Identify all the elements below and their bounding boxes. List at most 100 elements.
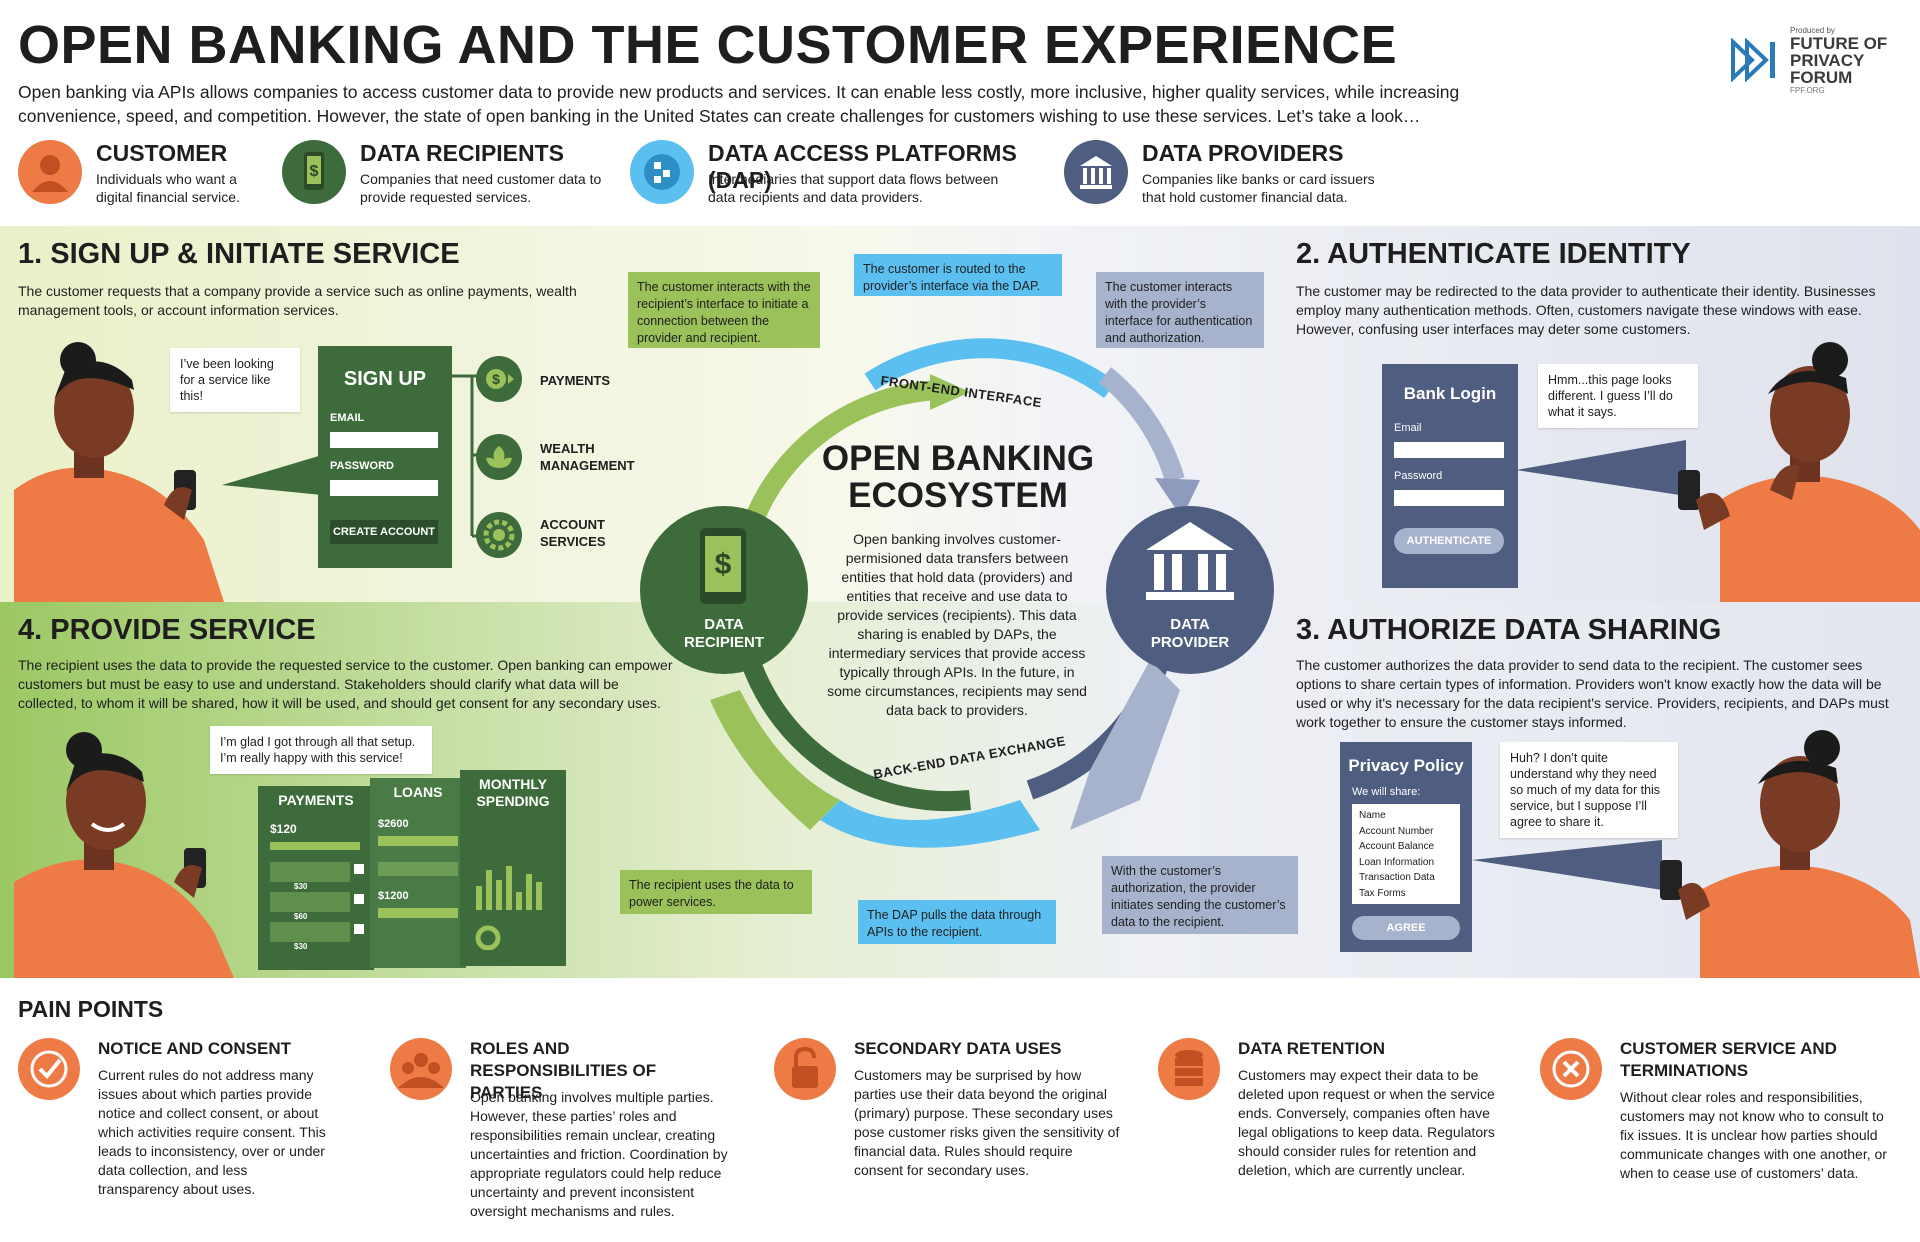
unlock-icon (774, 1038, 836, 1100)
data-recipient-label: DATA RECIPIENT (640, 616, 808, 652)
phone-dollar-icon: $ (282, 140, 346, 204)
create-account-button[interactable]: CREATE ACCOUNT (330, 520, 438, 544)
ecosystem-desc: Open banking involves customer-permision… (827, 531, 1087, 718)
bank-login-title: Bank Login (1403, 384, 1497, 403)
step1-speech-bubble: I’ve been looking for a service like thi… (170, 348, 300, 412)
service-wealth-management: WEALTH MANAGEMENT (540, 441, 635, 473)
step4-speech-bubble: I’m glad I got through all that setup. I… (210, 726, 432, 774)
monthly-spending-title: MONTHLY SPENDING (476, 776, 550, 809)
pain-point-title: CUSTOMER SERVICE AND TERMINATIONS (1620, 1039, 1837, 1080)
data-blocks-icon (630, 140, 694, 204)
email-field[interactable] (330, 432, 438, 448)
email-field[interactable] (1394, 442, 1504, 458)
share-item: Tax Forms (1359, 887, 1406, 899)
logo-produced-by: Produced by (1790, 26, 1835, 35)
data-provider-label: DATA PROVIDER (1106, 616, 1274, 652)
callout-recipient-uses: The recipient uses the data to power ser… (620, 870, 812, 914)
payment-row-amount: $60 (294, 912, 308, 921)
legend-dap: DATA ACCESS PLATFORMS (DAP) Intermediari… (630, 140, 1050, 210)
loans-card[interactable]: LOANS $2600 $1200 (370, 778, 466, 968)
step3-title: 3. AUTHORIZE DATA SHARING (1296, 614, 1722, 646)
close-icon (1540, 1038, 1602, 1100)
bubble-pointer-3 (1472, 840, 1662, 890)
customer-figure-4 (14, 732, 234, 978)
share-list[interactable]: Name Account Number Account Balance Loan… (1352, 804, 1460, 904)
logo-line-3: FORUM (1790, 68, 1853, 87)
logo-url: FPF.ORG (1790, 86, 1825, 95)
email-label: EMAIL (330, 412, 365, 424)
legend-data-providers: DATA PROVIDERS Companies like banks or c… (1064, 140, 1404, 210)
pain-point-desc: Open banking involves multiple parties. … (470, 1089, 728, 1219)
privacy-policy-title: Privacy Policy (1348, 756, 1464, 775)
checkbox-icon[interactable] (354, 864, 364, 874)
svg-text:$: $ (492, 371, 500, 387)
ecosystem-title: OPEN BANKING ECOSYSTEM (820, 440, 1096, 514)
check-icon (18, 1038, 80, 1100)
pain-point-desc: Current rules do not address many issues… (98, 1067, 326, 1197)
data-recipient-label-line: RECIPIENT (683, 634, 764, 651)
loans-amount: $2600 (378, 818, 409, 830)
checkbox-icon[interactable] (354, 924, 364, 934)
pain-point-title: ROLES AND RESPONSIBILITIES OF PARTIES (470, 1039, 657, 1102)
agree-button[interactable]: AGREE (1352, 916, 1460, 940)
bank-icon (1146, 522, 1234, 600)
loans-bar-2 (378, 862, 458, 876)
fpf-logo[interactable]: Produced by FUTURE OF PRIVACY FORUM FPF.… (1730, 26, 1906, 95)
pain-point-title: SECONDARY DATA USES (854, 1039, 1062, 1058)
password-field[interactable] (330, 480, 438, 496)
pain-points-title: PAIN POINTS (18, 996, 164, 1022)
password-field[interactable] (1394, 490, 1504, 506)
payments-icon: $ (476, 356, 522, 402)
callout-provider-interface: The customer interacts with the provider… (1096, 272, 1264, 348)
email-label: Email (1394, 422, 1422, 434)
checkbox-icon[interactable] (354, 894, 364, 904)
share-item: Name (1359, 810, 1386, 821)
service-account-services: ACCOUNT SERVICES (540, 517, 606, 549)
data-provider-node[interactable]: DATA PROVIDER (1106, 506, 1274, 674)
step2-speech-bubble: Hmm...this page looks different. I guess… (1538, 364, 1698, 428)
signup-form[interactable]: SIGN UP EMAIL PASSWORD CREATE ACCOUNT (318, 346, 452, 568)
privacy-policy-form[interactable]: Privacy Policy We will share: Name Accou… (1340, 742, 1472, 952)
bubble-pointer-2 (1516, 440, 1686, 496)
svg-text:$: $ (715, 548, 732, 581)
loans-amount-2: $1200 (378, 890, 409, 902)
pain-point-desc: Customers may expect their data to be de… (1238, 1067, 1495, 1178)
loans-bar-1 (378, 836, 458, 846)
bank-login-form[interactable]: Bank Login Email Password AUTHENTICATE (1382, 364, 1518, 588)
step4-desc: The recipient uses the data to provide t… (18, 657, 673, 711)
pain-point-desc: Customers may be surprised by how partie… (854, 1067, 1120, 1178)
pain-point-desc: Without clear roles and responsibilities… (1620, 1089, 1887, 1181)
legend-title: CUSTOMER (96, 140, 228, 166)
data-recipient-node[interactable]: $ DATA RECIPIENT (640, 506, 808, 674)
page-title: OPEN BANKING AND THE CUSTOMER EXPERIENCE (18, 15, 1398, 75)
payment-row-amount: $30 (294, 942, 308, 951)
customer-figure-2 (1678, 342, 1920, 602)
gear-icon (476, 512, 522, 558)
logo-name: FUTURE OF PRIVACY FORUM (1790, 35, 1887, 86)
data-recipient-label-line: DATA (704, 616, 744, 633)
share-item: Loan Information (1359, 856, 1435, 868)
legend-desc: Companies like banks or card issuers tha… (1142, 171, 1375, 205)
callout-recipient-interface: The customer interacts with the recipien… (628, 272, 820, 348)
ecosystem-title-line: OPEN BANKING (821, 439, 1095, 478)
step2-desc: The customer may be redirected to the da… (1296, 283, 1876, 337)
pain-point-title: NOTICE AND CONSENT (98, 1039, 291, 1058)
payments-card[interactable]: PAYMENTS $120 $30 $60 $30 (258, 786, 374, 970)
legend-desc: Companies that need customer data to pro… (360, 171, 602, 205)
customer-figure-1 (14, 342, 224, 602)
customer-figure-3 (1660, 730, 1920, 978)
database-icon (1158, 1038, 1220, 1100)
password-label: PASSWORD (330, 460, 394, 472)
legend-desc: Intermediaries that support data flows b… (708, 171, 999, 205)
authenticate-button[interactable]: AUTHENTICATE (1394, 528, 1504, 554)
loans-card-title: LOANS (393, 784, 443, 800)
data-provider-label-line: PROVIDER (1150, 634, 1230, 651)
spending-bar-chart (475, 866, 542, 950)
share-item: Account Balance (1359, 841, 1435, 852)
ecosystem-title-line: ECOSYSTEM (848, 476, 1068, 515)
payment-row-amount: $30 (294, 882, 308, 891)
step2-title: 2. AUTHENTICATE IDENTITY (1296, 238, 1691, 270)
monthly-spending-card[interactable]: MONTHLY SPENDING (460, 770, 566, 966)
bank-icon (1064, 140, 1128, 204)
service-payments: PAYMENTS (540, 373, 611, 388)
